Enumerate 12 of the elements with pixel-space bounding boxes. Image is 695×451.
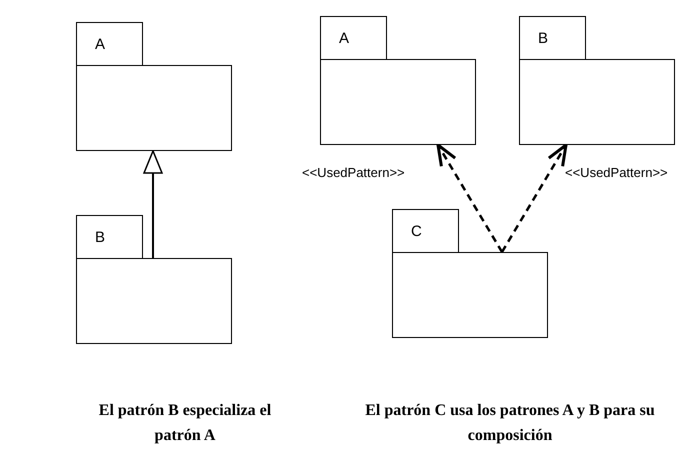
package-tab: A	[76, 22, 143, 65]
generalization-arrow	[143, 150, 163, 258]
package-tab: A	[320, 16, 387, 59]
package-tab: B	[76, 215, 143, 258]
package-tab: C	[392, 209, 459, 252]
edge-label: <<UsedPattern>>	[565, 165, 668, 180]
caption: El patrón B especializa el patrón A	[98, 401, 272, 446]
edge-label: <<UsedPattern>>	[302, 165, 405, 180]
caption: El patrón C usa los patrones A y B para su composición	[364, 401, 656, 446]
dependency-arrow	[436, 144, 504, 253]
package-tab: B	[519, 16, 586, 59]
dependency-arrow	[500, 144, 568, 253]
